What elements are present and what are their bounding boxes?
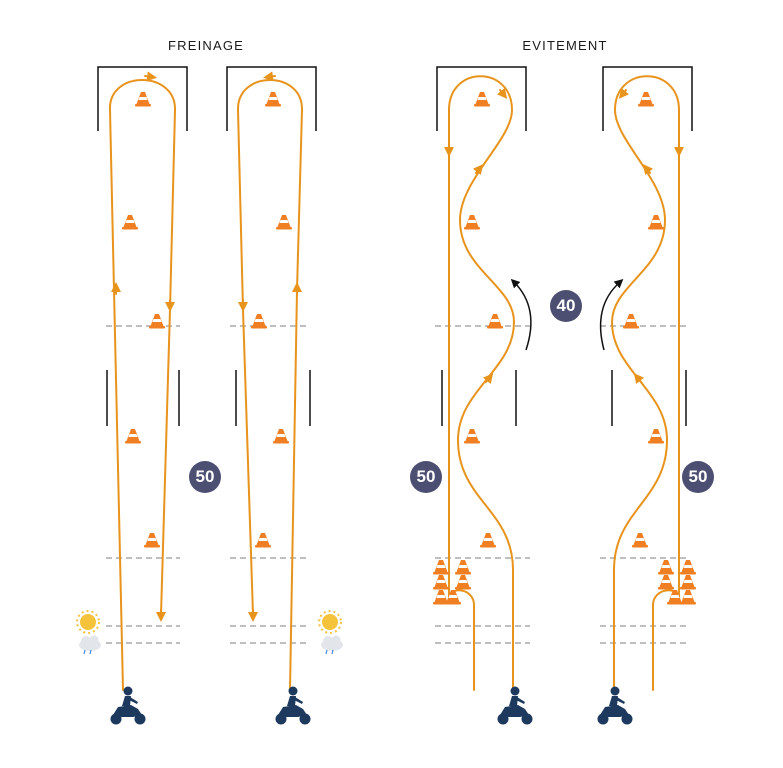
cone	[480, 533, 496, 548]
boundaries	[97, 66, 693, 426]
avoidance-path-2	[610, 75, 680, 691]
cone	[276, 215, 292, 230]
direction-arrow	[496, 87, 508, 99]
trajectories	[108, 71, 684, 691]
braking-section-title: FREINAGE	[167, 38, 245, 53]
end-zone-bracket	[436, 66, 527, 131]
end-zone-bracket	[97, 66, 188, 131]
curved-arrow-left	[510, 278, 532, 351]
cone	[433, 575, 449, 590]
speed-badge: 50	[410, 461, 442, 493]
cone	[680, 560, 696, 575]
motorcycle-icon	[497, 686, 533, 725]
cone	[125, 429, 141, 444]
braking-path-2	[236, 79, 304, 691]
direction-arrow	[642, 164, 654, 176]
cone	[445, 590, 461, 605]
cone	[135, 92, 151, 107]
cone	[632, 533, 648, 548]
cone	[251, 314, 267, 329]
cone	[144, 533, 160, 548]
direction-arrow	[472, 164, 484, 176]
avoidance-section-title: EVITEMENT	[522, 38, 608, 53]
direction-arrow	[144, 71, 157, 82]
cone	[648, 429, 664, 444]
cone	[255, 533, 271, 548]
braking-path-1	[108, 79, 177, 691]
direction-arrow	[482, 373, 494, 385]
motorcycle-icon	[275, 686, 311, 725]
avoidance-path-1	[448, 75, 516, 691]
speed-badge: 50	[189, 461, 221, 493]
cone	[658, 575, 674, 590]
sun-icon	[318, 610, 342, 634]
direction-arrow	[263, 71, 276, 82]
cone	[433, 560, 449, 575]
cone	[648, 215, 664, 230]
direction-arrow	[633, 373, 645, 385]
end-zone-bracket	[602, 66, 693, 131]
cone	[638, 92, 654, 107]
speed-badge: 40	[550, 290, 582, 322]
sun-icon	[76, 610, 100, 634]
cone	[680, 590, 696, 605]
speed-badge: 50	[682, 461, 714, 493]
cone	[273, 429, 289, 444]
cone	[464, 429, 480, 444]
end-zone-bracket	[226, 66, 317, 131]
cone	[149, 314, 165, 329]
motorcycle-icon	[110, 686, 146, 725]
cone	[623, 314, 639, 329]
cone	[680, 575, 696, 590]
cone	[455, 560, 471, 575]
cone	[658, 560, 674, 575]
cone	[455, 575, 471, 590]
cone	[487, 314, 503, 329]
motorcycle-icon	[597, 686, 633, 725]
cone	[474, 92, 490, 107]
rain-cloud-icon	[79, 635, 101, 655]
cone	[464, 215, 480, 230]
cone	[122, 215, 138, 230]
curved-arrow-right	[599, 279, 624, 351]
cones	[122, 92, 696, 605]
rain-cloud-icon	[321, 635, 343, 655]
direction-arrow	[618, 87, 630, 99]
marker-lines	[106, 325, 690, 644]
cone	[265, 92, 281, 107]
